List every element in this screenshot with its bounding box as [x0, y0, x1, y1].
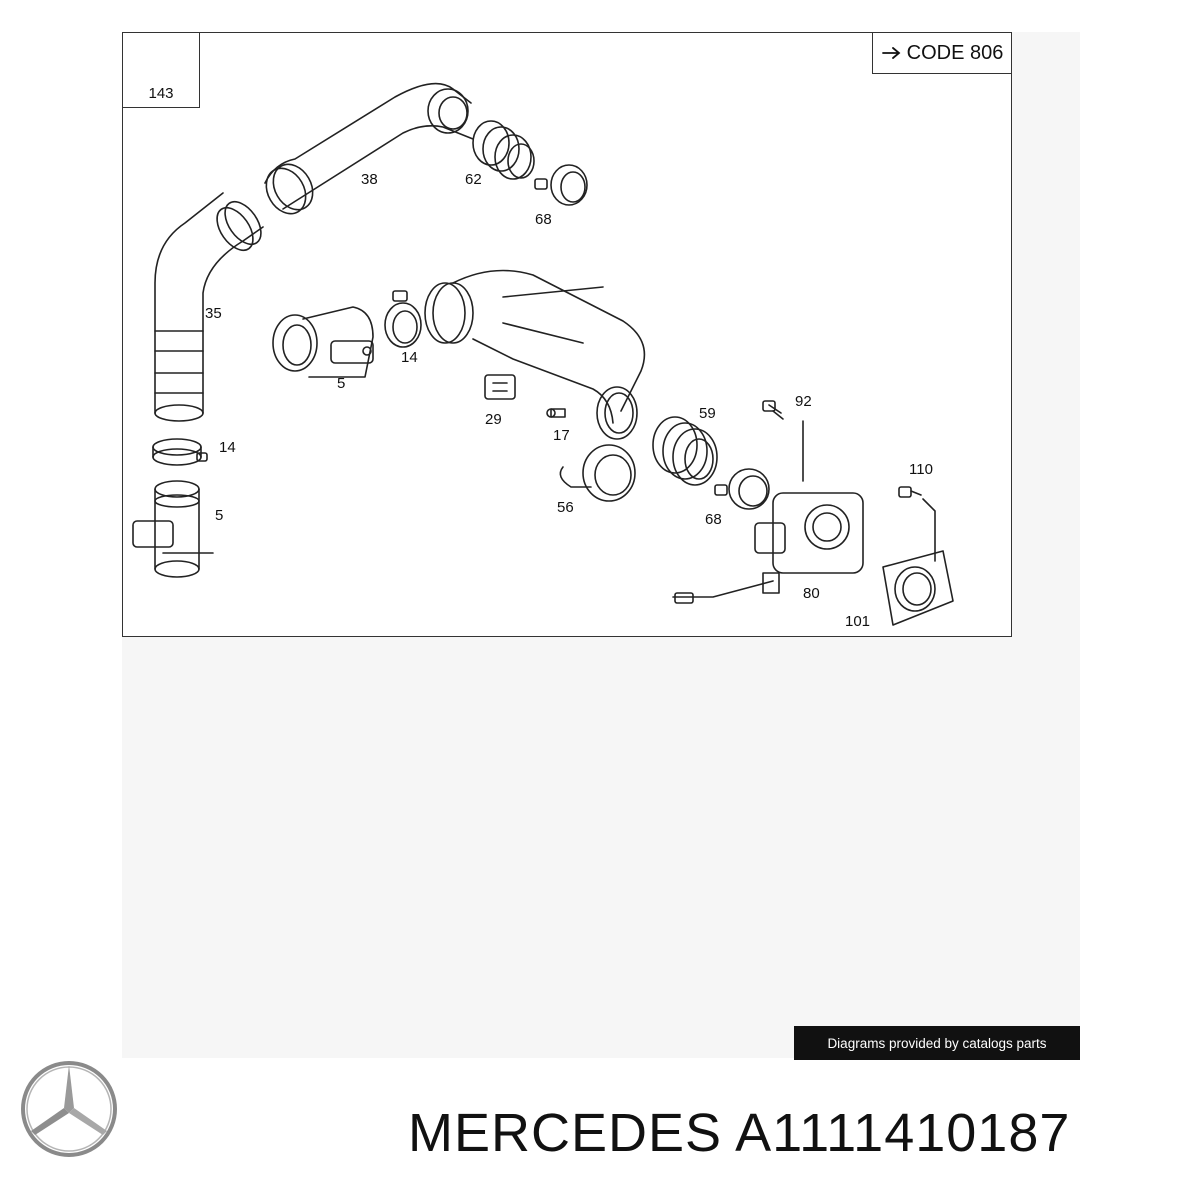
sleeve-62	[472, 120, 535, 180]
gasket-101	[882, 550, 954, 626]
diagram-drawing	[132, 53, 954, 626]
bolt-110	[898, 486, 936, 562]
part-label-110: 110	[909, 461, 933, 478]
nipple-17	[546, 408, 566, 418]
clamp-14-left	[152, 438, 208, 466]
clamp-68-upper	[534, 164, 588, 206]
part-label-80: 80	[803, 585, 820, 602]
part-label-101: 101	[845, 613, 871, 630]
part-label-68-upper: 68	[535, 211, 552, 228]
credit-banner: Diagrams provided by catalogs parts	[794, 1026, 1080, 1060]
parts-diagram: 143 CODE 806 38 62 68 35 5 14 29 17 59 9…	[122, 32, 1012, 637]
clamp-14-middle	[384, 290, 422, 348]
elbow-56	[559, 444, 636, 502]
part-number: A1111410187	[735, 1103, 1071, 1163]
duct-38	[264, 82, 474, 215]
part-label-5-middle: 5	[337, 375, 346, 392]
connector-29	[484, 374, 516, 400]
maf-5-middle	[272, 306, 374, 378]
part-label-17: 17	[553, 427, 570, 444]
code-label: CODE 806	[906, 41, 1004, 64]
code-box: CODE 806	[872, 33, 1011, 74]
inset-box: 143	[123, 33, 200, 108]
maf-5-lower	[132, 480, 214, 578]
part-label-35: 35	[205, 305, 222, 322]
clamp-68-lower	[714, 468, 770, 510]
part-label-29: 29	[485, 411, 502, 428]
brand-name: MERCEDES	[408, 1103, 723, 1163]
part-label-14-left: 14	[219, 439, 236, 456]
part-label-59: 59	[699, 405, 716, 422]
bolt-92	[762, 400, 804, 482]
part-label-5-left: 5	[215, 507, 224, 524]
bellows-59	[652, 416, 718, 486]
inset-part-label: 143	[148, 85, 174, 102]
part-label-92: 92	[795, 393, 812, 410]
arrow-right-icon	[881, 47, 901, 59]
part-label-14-middle: 14	[401, 349, 418, 366]
mercedes-star-icon	[21, 1061, 117, 1157]
part-label-56: 56	[557, 499, 574, 516]
throttle-80	[672, 492, 864, 604]
hose-35	[154, 192, 264, 422]
part-label-38: 38	[361, 171, 378, 188]
part-label-68-lower: 68	[705, 511, 722, 528]
part-label-62: 62	[465, 171, 482, 188]
product-title: MERCEDES A1111410187	[408, 1106, 1070, 1160]
intake-pipe	[424, 269, 646, 440]
